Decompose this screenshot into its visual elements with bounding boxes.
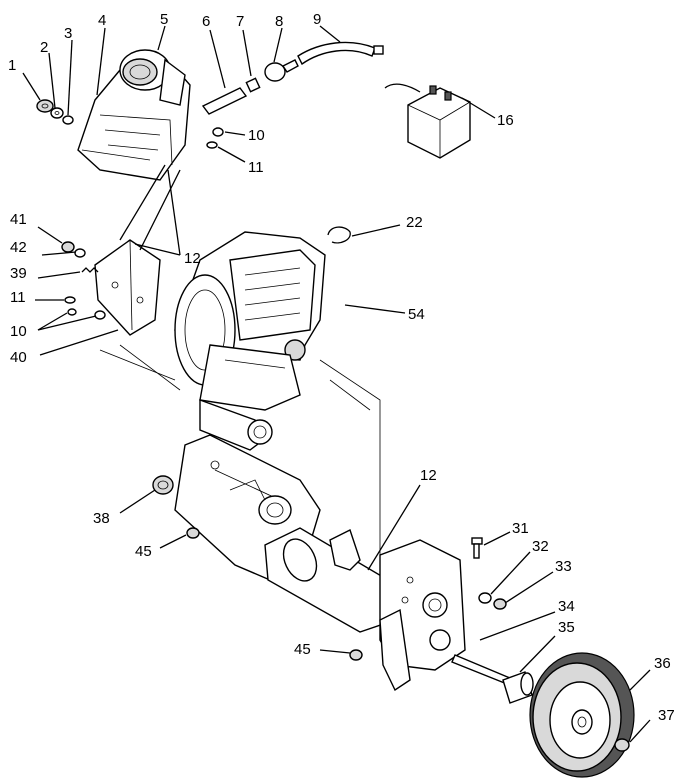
callout-41: 41 xyxy=(10,211,27,228)
axle-34 xyxy=(451,654,511,685)
callout-22: 22 xyxy=(406,214,423,231)
callout-54: 54 xyxy=(408,306,425,323)
fuel-cap xyxy=(119,49,186,106)
nut-1 xyxy=(36,99,54,113)
callout-3: 3 xyxy=(64,25,72,42)
callout-37: 37 xyxy=(658,707,675,724)
callout-11-lower: 11 xyxy=(10,289,26,306)
bolt-10-upper xyxy=(212,127,224,137)
callout-34: 34 xyxy=(558,598,575,615)
nut-41 xyxy=(61,241,75,253)
callout-2: 2 xyxy=(40,39,48,56)
clamp-22 xyxy=(327,226,351,244)
callout-11-upper: 11 xyxy=(248,159,264,176)
assembly-guides xyxy=(99,344,381,560)
washer-32 xyxy=(478,592,492,604)
fuel-line-6 xyxy=(201,87,248,115)
callout-10-lower: 10 xyxy=(10,323,27,340)
tank-bracket-40 xyxy=(94,239,161,336)
bushing-38 xyxy=(152,475,174,495)
callout-32: 32 xyxy=(532,538,549,555)
wheel-36 xyxy=(529,652,635,778)
washer-42 xyxy=(74,248,86,258)
callout-42: 42 xyxy=(10,239,27,256)
frame-gusset xyxy=(329,529,361,571)
washer-2 xyxy=(50,107,64,119)
spacer-11-lower xyxy=(64,296,76,304)
fuel-line-9 xyxy=(297,41,384,66)
callout-33: 33 xyxy=(555,558,572,575)
ignition-module xyxy=(384,83,471,159)
nut-45-lower xyxy=(349,649,363,661)
nut-33 xyxy=(493,598,507,610)
engine xyxy=(174,231,326,451)
callout-9: 9 xyxy=(313,11,321,28)
callout-labels: 1 2 3 4 5 6 7 8 9 16 10 11 41 42 39 11 1… xyxy=(8,11,675,724)
callout-40: 40 xyxy=(10,349,27,366)
callout-7: 7 xyxy=(236,13,244,30)
spacer-11-upper xyxy=(206,141,218,149)
nut-45-upper xyxy=(186,527,200,539)
callout-45-lower: 45 xyxy=(294,641,311,658)
bolt-10-lower xyxy=(67,308,106,320)
callout-31: 31 xyxy=(512,520,529,537)
callout-38: 38 xyxy=(93,510,110,527)
fuel-filter-8 xyxy=(264,59,299,82)
clamp-7 xyxy=(245,77,261,93)
mounting-rods xyxy=(119,164,181,251)
callout-45-upper: 45 xyxy=(135,543,152,560)
callout-8: 8 xyxy=(275,13,283,30)
callout-12-lower: 12 xyxy=(420,467,437,484)
lower-arm xyxy=(379,608,411,692)
callout-10-upper: 10 xyxy=(248,127,265,144)
callout-35: 35 xyxy=(558,619,575,636)
callout-36: 36 xyxy=(654,655,671,672)
callout-4: 4 xyxy=(98,12,106,29)
callout-6: 6 xyxy=(202,13,210,30)
callout-12-upper: 12 xyxy=(184,250,201,267)
washer-3 xyxy=(62,115,74,125)
bolt-31 xyxy=(471,537,483,559)
callout-5: 5 xyxy=(160,11,168,28)
hub-cap-37 xyxy=(614,738,630,752)
spring-39 xyxy=(81,267,99,273)
leader-lines xyxy=(22,25,651,743)
callout-16: 16 xyxy=(497,112,514,129)
callout-1: 1 xyxy=(8,57,16,74)
callout-39: 39 xyxy=(10,265,27,282)
